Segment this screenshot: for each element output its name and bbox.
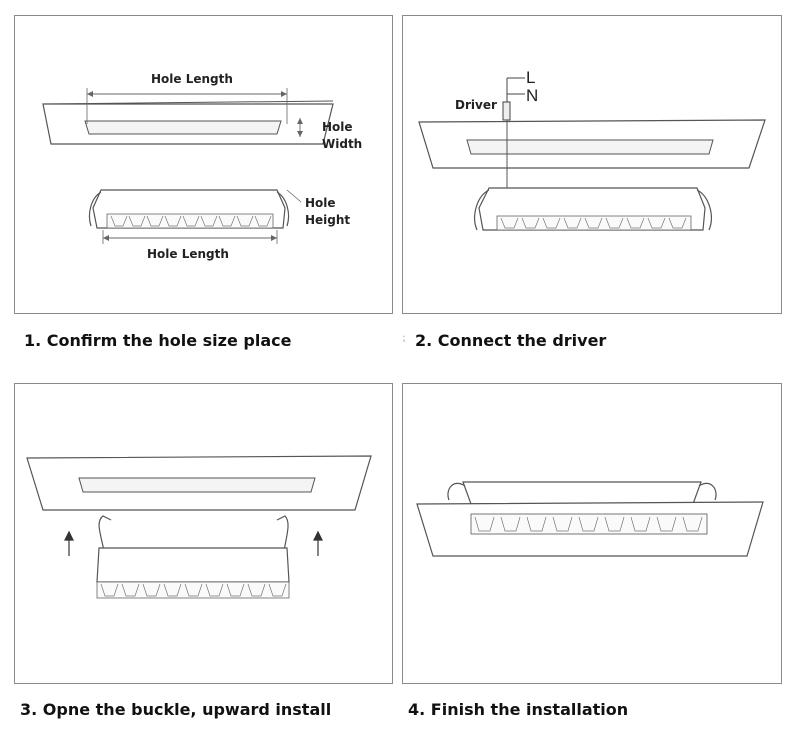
label-driver: Driver [455,98,497,112]
label-hole-width-line1: Hole [322,120,353,134]
label-hole-width-line2: Width [322,137,363,151]
label-l-wire: L [526,68,536,87]
step-3-caption: 3. Opne the buckle, upward install [20,700,332,719]
step-4-caption: 4. Finish the installation [408,700,629,719]
label-hole-length-top: Hole Length [151,72,233,86]
label-hole-height-line1: Hole [305,196,336,210]
panel-step-2: Driver L N [402,15,782,314]
panel-step-1: Hole Length Hole Width Hole Height Hole … [14,15,393,314]
step-2-caption: 2. Connect the driver [415,331,607,350]
panel-step-4 [402,383,782,684]
step-3-illustration [26,455,372,599]
step-1-illustration [42,88,334,244]
step-2-illustration [418,77,766,231]
arrow-up-icon [313,530,323,556]
panel-step-3 [14,383,393,684]
scan-mark: ⁏ [402,333,406,344]
label-n-wire: N [526,86,539,105]
step-1-caption: 1. Confirm the hole size place [24,331,292,350]
label-hole-length-bottom: Hole Length [147,247,229,261]
arrow-up-icon [64,530,74,556]
label-hole-height-line2: Height [305,213,351,227]
step-4-illustration [416,481,764,557]
